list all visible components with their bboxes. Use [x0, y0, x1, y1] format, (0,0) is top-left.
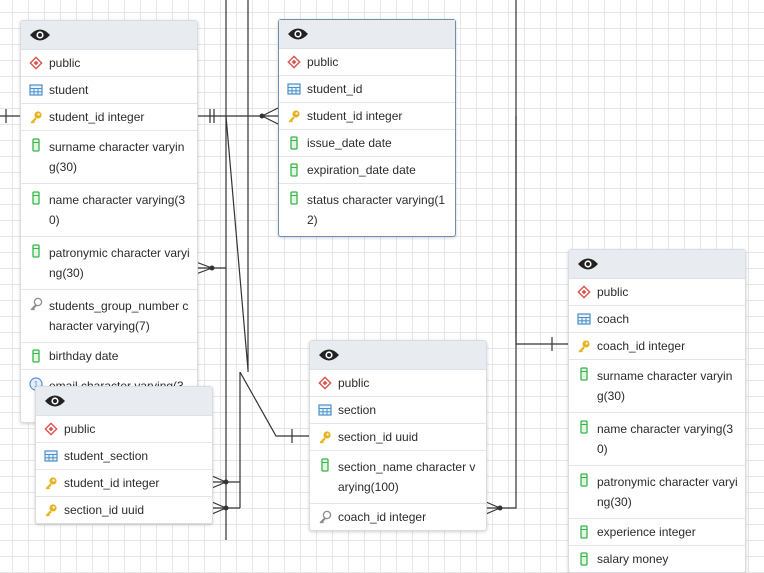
column-row: student_id integer	[36, 470, 212, 497]
column-row: salary money	[569, 546, 745, 572]
column-label: expiration_date date	[307, 163, 416, 177]
column-label: section_name character varying(100)	[338, 460, 476, 494]
table-name-row: coach	[569, 306, 745, 333]
column-label: patronymic character varying(30)	[49, 246, 190, 280]
rel-section-id	[239, 371, 310, 437]
column-label: section_id uuid	[64, 503, 145, 517]
column-label: salary money	[597, 552, 669, 566]
rel-dot	[259, 113, 265, 119]
column-row: surname character varying(30)	[569, 360, 745, 413]
rel-group-fk	[195, 261, 226, 275]
column-row: surname character varying(30)	[21, 131, 197, 184]
rel-dot	[209, 265, 215, 271]
table-name: student	[49, 83, 89, 97]
column-row: coach_id integer	[310, 504, 486, 530]
schema-row: public	[310, 370, 486, 397]
rel-student-id-link	[225, 0, 279, 125]
column-row: student_id integer	[279, 103, 455, 130]
table-name: student_id	[307, 82, 363, 96]
table-name-row: student_id	[279, 76, 455, 103]
column-label: issue_date date	[307, 136, 392, 150]
rel-dot	[223, 479, 229, 485]
column-row: birthday date	[21, 343, 197, 370]
column-row: name character varying(30)	[21, 184, 197, 237]
column-label: surname character varying(30)	[597, 369, 733, 403]
schema-row: public	[279, 49, 455, 76]
column-label: students_group_number character varying(…	[49, 299, 189, 333]
table-student-section[interactable]: public student_section student_id integer s…	[35, 386, 213, 524]
table-header[interactable]	[21, 21, 197, 50]
column-row: status character varying(12)	[279, 184, 455, 236]
schema-label: public	[338, 376, 370, 390]
column-label: name character varying(30)	[597, 422, 734, 456]
table-name: coach	[597, 312, 630, 326]
table-header[interactable]	[279, 20, 455, 49]
table-name-row: student_section	[36, 443, 212, 470]
column-row: students_group_number character varying(…	[21, 290, 197, 343]
rel-student-to-student-section	[225, 0, 249, 508]
column-row: student_id integer	[21, 104, 197, 131]
table-name-row: section	[310, 397, 486, 424]
column-row: section_name character varying(100)	[310, 451, 486, 504]
column-row: coach_id integer	[569, 333, 745, 360]
relationship-lines	[0, 0, 568, 540]
schema-label: public	[597, 285, 629, 299]
table-header[interactable]	[36, 387, 212, 416]
column-label: status character varying(12)	[307, 193, 446, 227]
column-label: birthday date	[49, 349, 119, 363]
table-name: section	[338, 403, 377, 417]
column-label: coach_id integer	[597, 339, 686, 353]
column-label: coach_id integer	[338, 510, 427, 524]
schema-row: public	[36, 416, 212, 443]
column-label: surname character varying(30)	[49, 140, 185, 174]
column-label: experience integer	[597, 525, 696, 539]
column-row: name character varying(30)	[569, 413, 745, 466]
schema-label: public	[49, 56, 81, 70]
column-row: expiration_date date	[279, 157, 455, 184]
column-label: patronymic character varying(30)	[597, 475, 738, 509]
table-student-id[interactable]: public student_id student_id integer issue_…	[278, 19, 456, 237]
table-name: student_section	[64, 449, 149, 463]
column-label: student_id integer	[49, 110, 145, 124]
column-row: patronymic character varying(30)	[21, 237, 197, 290]
column-label: student_id integer	[307, 109, 403, 123]
rel-dot	[497, 505, 503, 511]
table-name-row: student	[21, 77, 197, 104]
schema-row: public	[21, 50, 197, 77]
column-row: patronymic character varying(30)	[569, 466, 745, 519]
schema-label: public	[307, 55, 339, 69]
table-header[interactable]	[310, 341, 486, 370]
column-label: student_id integer	[64, 476, 160, 490]
column-row: section_id uuid	[310, 424, 486, 451]
schema-row: public	[569, 279, 745, 306]
table-section[interactable]: public section section_id uuid section_name…	[309, 340, 487, 531]
column-label: section_id uuid	[338, 430, 419, 444]
table-student[interactable]: public student student_id integer surname c…	[20, 20, 198, 423]
column-row: section_id uuid	[36, 497, 212, 523]
column-row: experience integer	[569, 519, 745, 546]
svg-text:1: 1	[34, 380, 39, 389]
column-row: issue_date date	[279, 130, 455, 157]
table-coach[interactable]: public coach coach_id integer surname chara…	[568, 249, 746, 573]
rel-coach-pk	[515, 116, 568, 345]
rel-dot	[223, 505, 229, 511]
table-header[interactable]	[569, 250, 745, 279]
rel-coach-to-section	[485, 0, 517, 515]
schema-label: public	[64, 422, 96, 436]
column-label: name character varying(30)	[49, 193, 186, 227]
